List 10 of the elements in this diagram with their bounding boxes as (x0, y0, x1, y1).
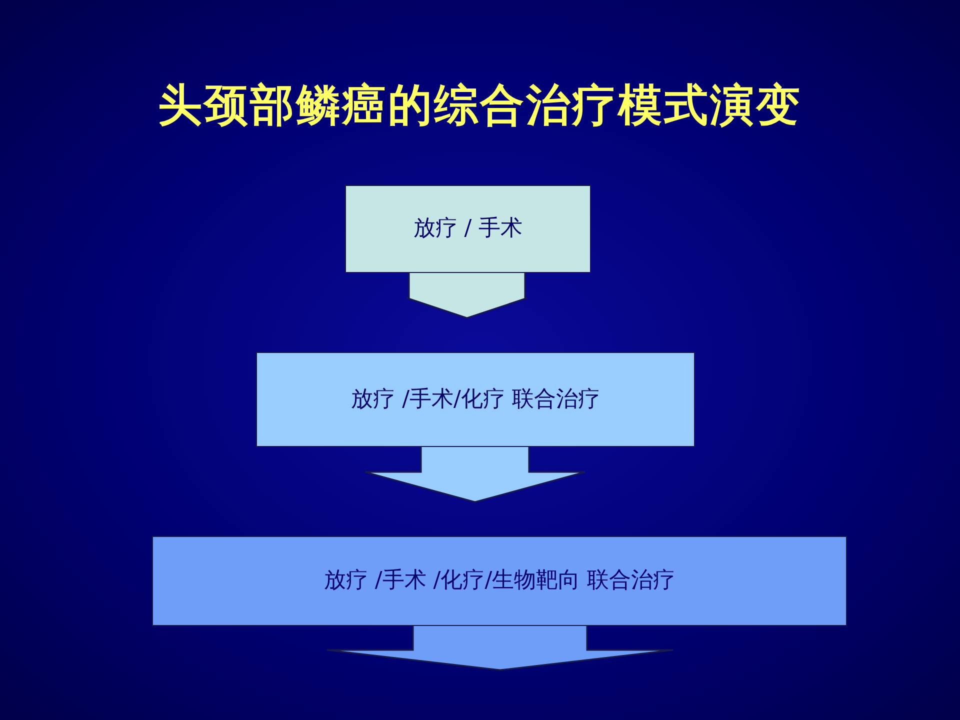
box-text: 放疗 /手术/化疗 联合治疗 (351, 386, 600, 414)
title: 头颈部鳞癌的综合治疗模式演变 (157, 79, 803, 133)
process-box (345, 185, 591, 273)
box-text: 放疗 /手术 /化疗/生物靶向 联合治疗 (324, 567, 676, 595)
block-arrow (406, 272, 528, 319)
process-box (152, 536, 847, 626)
block-arrow (364, 446, 586, 503)
box-text: 放疗 / 手术 (413, 215, 523, 243)
block-arrow (326, 625, 674, 671)
process-box (256, 352, 695, 447)
